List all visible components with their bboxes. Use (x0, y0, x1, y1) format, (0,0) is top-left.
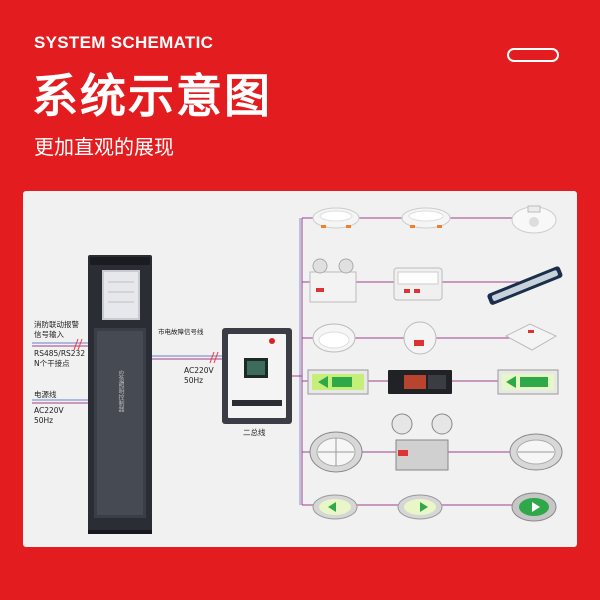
power-voltage-label: AC220V (34, 406, 64, 415)
input-lines (32, 338, 222, 404)
controller-freq-label: 50Hz (184, 376, 204, 385)
device-floor-round-arrow-light (511, 492, 557, 522)
device-bulkhead-oval-light (509, 433, 563, 471)
device-square-ceiling-light (504, 323, 558, 351)
cabinet-vertical-text: 应急照明控制器 (117, 370, 124, 412)
control-cabinet (88, 255, 152, 534)
device-exit-sign-left (307, 369, 369, 395)
device-explosion-proof-twin-light (391, 413, 453, 471)
device-floor-arrow-light-2 (397, 494, 443, 520)
mains-fault-label: 市电故障信号线 (158, 328, 204, 336)
fire-link-label-2: 信号输入 (34, 330, 64, 339)
device-downlight-2 (401, 207, 451, 229)
controller-voltage-label: AC220V (184, 366, 214, 375)
device-ceiling-light (511, 205, 557, 234)
english-title: SYSTEM SCHEMATIC (34, 33, 214, 52)
device-exit-sign-black (388, 370, 452, 394)
dry-contact-label: N个干接点 (34, 359, 70, 368)
device-wall-emergency-light (393, 267, 443, 301)
bus-controller (222, 328, 292, 424)
decorative-pill-icon (507, 48, 559, 62)
device-twin-head-emergency-light (309, 258, 357, 303)
fire-link-label-1: 消防联动报警 (34, 320, 79, 329)
power-line-label: 电源线 (34, 390, 57, 399)
bus-label: 二总线 (243, 428, 266, 437)
device-bulkhead-round-light (309, 431, 363, 473)
chinese-title: 系统示意图 (32, 69, 272, 123)
device-downlight-1 (312, 207, 360, 229)
device-floor-arrow-light-1 (312, 494, 358, 520)
power-freq-label: 50Hz (34, 416, 54, 425)
device-ceiling-emergency-light (403, 321, 437, 355)
device-tube-light (487, 266, 563, 305)
device-exit-sign-arrow (497, 369, 559, 395)
subtitle: 更加直观的展现 (34, 135, 174, 159)
device-dome-light (312, 323, 356, 353)
rs485-label: RS485/RS232 (34, 349, 86, 358)
